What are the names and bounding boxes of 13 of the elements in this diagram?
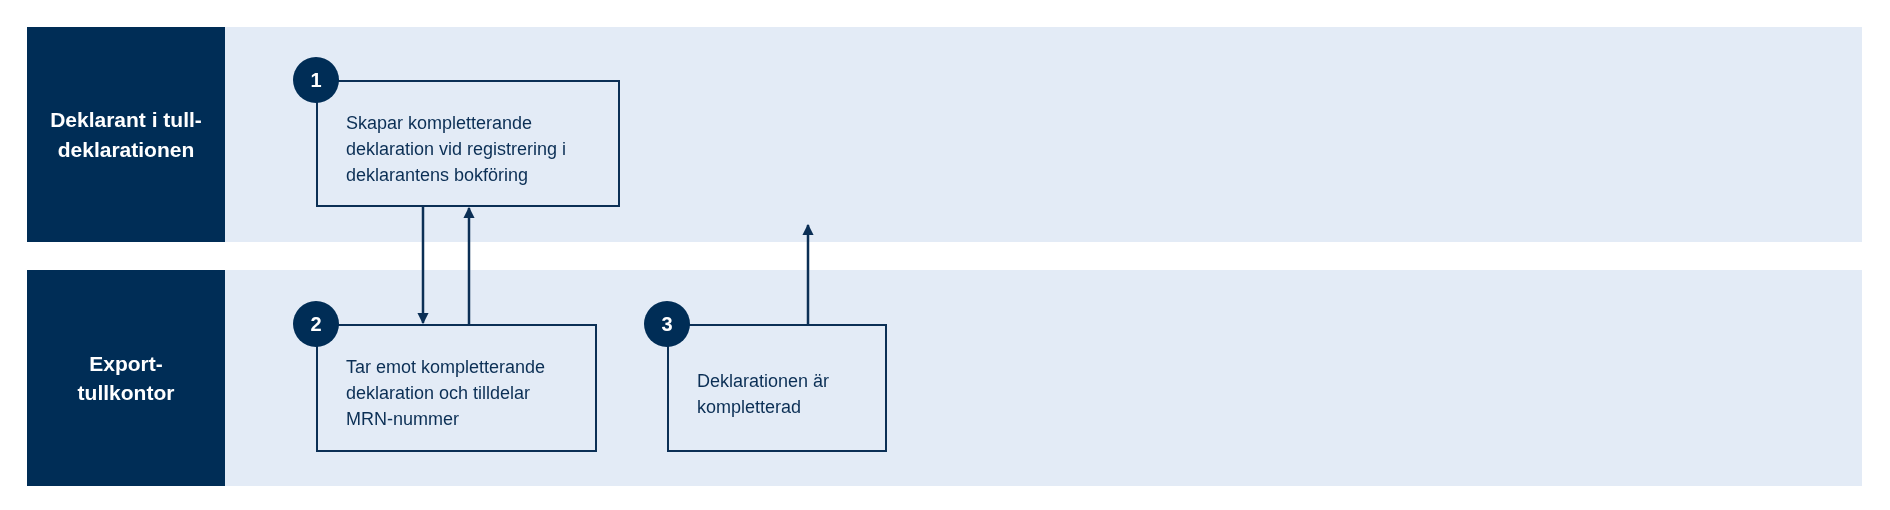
arrow [417, 207, 429, 325]
lane-title: Deklarant i tull-deklarationen [27, 27, 225, 242]
arrow [802, 223, 814, 324]
lane-title: Export-tullkontor [27, 270, 225, 486]
step-description: Deklarationen är kompletterad [697, 370, 831, 420]
swimlane [27, 270, 1862, 486]
step-number: 2 [293, 301, 339, 347]
step-number: 1 [293, 57, 339, 103]
step-description: Tar emot kompletterande deklaration och tilldelar MRN-nummer [346, 356, 547, 432]
swimlane [27, 27, 1862, 242]
step-number: 3 [644, 301, 690, 347]
step-description: Skapar kompletterande deklaration vid registrering i deklarantens bokföring [346, 112, 568, 188]
arrow [463, 206, 475, 324]
